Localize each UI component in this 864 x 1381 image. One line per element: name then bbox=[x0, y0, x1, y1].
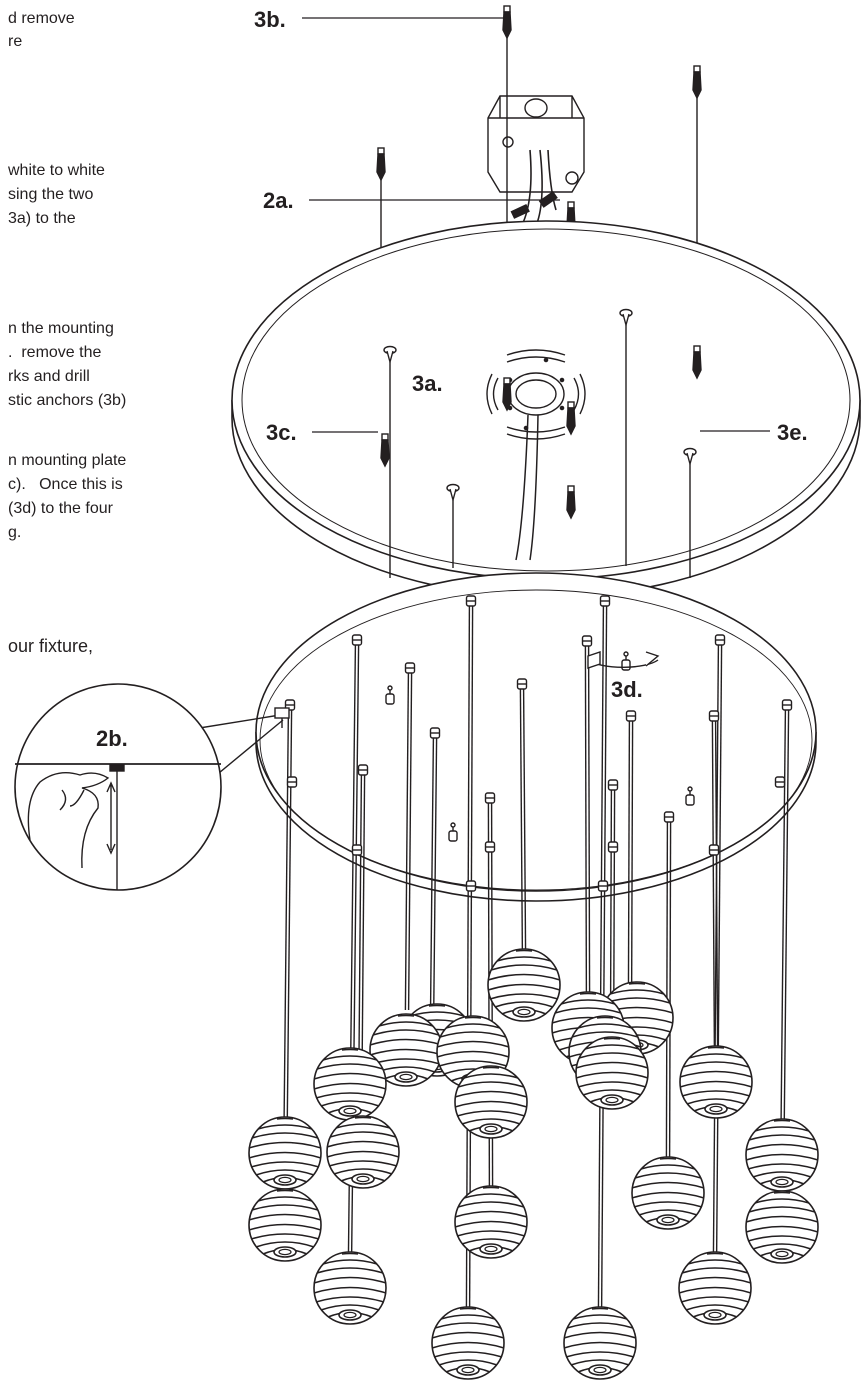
pendant-cord bbox=[587, 645, 591, 999]
cord-cap bbox=[581, 635, 593, 647]
pendant-cord bbox=[407, 672, 413, 1011]
cord-cap bbox=[708, 844, 720, 856]
cord-cap bbox=[625, 710, 637, 722]
pendant-globe bbox=[563, 1306, 637, 1380]
cord-cap bbox=[351, 844, 363, 856]
instruction-line: white to white bbox=[8, 162, 105, 179]
pendant-cord bbox=[597, 605, 605, 1314]
detail-magnifier bbox=[14, 683, 284, 891]
cord-cap bbox=[484, 841, 496, 853]
cord-cap bbox=[663, 811, 675, 823]
rotation-arrow bbox=[587, 651, 660, 669]
instruction-line: g. bbox=[8, 524, 22, 541]
pendant-globe bbox=[679, 1045, 753, 1119]
pendant-globe bbox=[487, 948, 561, 1022]
pendant-globe bbox=[313, 1251, 387, 1325]
pendant-cord bbox=[630, 720, 634, 1001]
pendant-globe bbox=[745, 1118, 819, 1192]
pendant-globe bbox=[575, 1036, 649, 1110]
pendant-cord bbox=[522, 688, 527, 956]
wire-connectors bbox=[510, 190, 558, 219]
pendant-globe bbox=[454, 1065, 528, 1139]
plate-cord-clip bbox=[274, 707, 290, 728]
cord-cap bbox=[465, 595, 477, 607]
callout-labels: 3b. 2a. 3a. 3c. 3e. 3d. 2b. bbox=[96, 7, 808, 751]
cord-cap bbox=[714, 634, 726, 646]
pendant-cord bbox=[779, 709, 787, 1186]
instruction-line: our fixture, bbox=[8, 636, 94, 656]
pendant-globe bbox=[431, 1306, 505, 1380]
callout-2a: 2a. bbox=[263, 188, 294, 213]
instruction-line: (3d) to the four bbox=[8, 500, 113, 517]
pendant-cord bbox=[665, 821, 669, 1164]
cord-cap bbox=[404, 662, 416, 674]
cord-cap bbox=[286, 776, 298, 788]
cord-cap bbox=[607, 841, 619, 853]
cord-cap bbox=[774, 776, 786, 788]
pendant-cord bbox=[429, 737, 435, 1024]
pendant-cord bbox=[432, 737, 438, 1024]
instruction-line: sing the two bbox=[8, 186, 94, 203]
cord-cap bbox=[357, 764, 369, 776]
pendant-cord bbox=[584, 645, 588, 999]
pendant-cord bbox=[285, 709, 293, 1186]
cord-cap bbox=[599, 595, 611, 607]
pendant-globe bbox=[248, 1116, 322, 1190]
callout-3b: 3b. bbox=[254, 7, 286, 32]
pendant-globe bbox=[745, 1190, 819, 1264]
instruction-line: re bbox=[8, 33, 23, 50]
callout-3e: 3e. bbox=[777, 420, 808, 445]
callout-3c: 3c. bbox=[266, 420, 297, 445]
fixture-plate bbox=[255, 572, 817, 902]
instruction-line: stic anchors (3b) bbox=[8, 392, 127, 409]
cord-cap bbox=[484, 792, 496, 804]
instruction-line: 3a) to the bbox=[8, 210, 76, 227]
pendant-cord bbox=[404, 672, 410, 1011]
callout-3a: 3a. bbox=[412, 371, 443, 396]
pendant-cord bbox=[715, 644, 723, 1259]
pendant-cord bbox=[712, 644, 720, 1259]
cord-cap bbox=[429, 727, 441, 739]
mounting-crossbar bbox=[486, 349, 586, 440]
instruction-line: . remove the bbox=[8, 344, 102, 361]
pendant-globe bbox=[631, 1156, 705, 1230]
instruction-line: n mounting plate bbox=[8, 452, 127, 469]
cord-cap bbox=[351, 634, 363, 646]
callout-2b: 2b. bbox=[96, 726, 128, 751]
pendant-cord bbox=[600, 605, 608, 1314]
pendant-cord bbox=[668, 821, 672, 1164]
pendant-cord bbox=[519, 688, 524, 956]
cord-cap bbox=[465, 880, 477, 892]
cord-cap bbox=[607, 779, 619, 791]
pendant-cord bbox=[714, 720, 719, 1053]
cord-cap bbox=[781, 699, 793, 711]
callout-3d: 3d. bbox=[611, 677, 643, 702]
pendant-globe bbox=[248, 1188, 322, 1262]
pendant-globes bbox=[248, 948, 819, 1380]
pendant-cord bbox=[711, 720, 716, 1053]
cord-cap bbox=[597, 880, 609, 892]
pendant-cord bbox=[782, 709, 790, 1186]
instruction-line: rks and drill bbox=[8, 368, 90, 385]
pendant-cord bbox=[627, 720, 631, 1001]
instruction-line: c). Once this is bbox=[8, 476, 123, 493]
instruction-line: n the mounting bbox=[8, 320, 114, 337]
pendant-cord bbox=[282, 709, 290, 1186]
screw-guides bbox=[389, 325, 691, 578]
pendant-globe bbox=[326, 1115, 400, 1189]
callout-leaders bbox=[302, 17, 770, 433]
cord-cap bbox=[516, 678, 528, 690]
canopy-disk bbox=[231, 220, 861, 598]
pendant-globe bbox=[454, 1185, 528, 1259]
pendant-globe bbox=[313, 1047, 387, 1121]
instruction-line: d remove bbox=[8, 10, 75, 27]
pendant-globe bbox=[678, 1251, 752, 1325]
cord-cap bbox=[708, 710, 720, 722]
